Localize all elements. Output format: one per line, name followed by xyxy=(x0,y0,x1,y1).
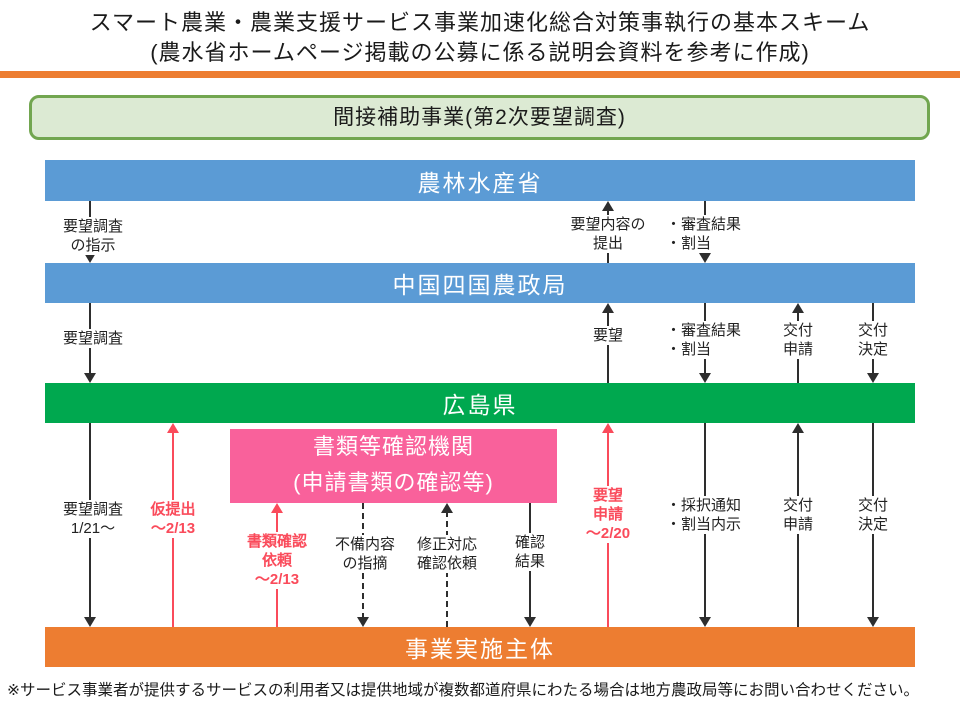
label-survey-to-pref: 要望調査 xyxy=(59,329,127,348)
label-grant-application-pref: 交付 申請 xyxy=(779,496,817,534)
footnote: ※サービス事業者が提供するサービスの利用者又は提供地域が複数都道府県にわたる場合… xyxy=(7,682,919,699)
arrowhead-up-icon xyxy=(602,201,614,211)
arrowhead-down-icon xyxy=(699,373,711,383)
label-document-check-request: 書類確認 依頼 〜2/13 xyxy=(243,532,311,589)
label-correction-confirm-request: 修正対応 確認依頼 xyxy=(413,535,481,573)
label-screening-result-1: ・審査結果 ・割当 xyxy=(663,215,745,253)
label-request-application: 要望 申請 〜2/20 xyxy=(582,486,634,543)
indirect-subsidy-banner: 間接補助事業(第2次要望調査) xyxy=(29,95,930,140)
bar-operator: 事業実施主体 xyxy=(45,627,915,667)
document-checker-box: 書類等確認機関 (申請書類の確認等) xyxy=(230,429,557,503)
page-title: スマート農業・農業支援サービス事業加速化総合対策事執行の基本スキーム (農水省ホ… xyxy=(89,10,871,65)
label-grant-decision-bureau: 交付 決定 xyxy=(854,321,892,359)
arrowhead-down-icon xyxy=(524,617,536,627)
label-confirmation-result: 確認 結果 xyxy=(511,533,549,571)
arrowhead-up-icon xyxy=(441,503,453,513)
arrowhead-down-icon xyxy=(867,617,879,627)
arrowhead-up-icon xyxy=(792,423,804,433)
label-survey-instruction: 要望調査 の指示 xyxy=(59,217,127,255)
bar-hiroshima-pref: 広島県 xyxy=(45,383,915,423)
bar-mlit: 農林水産省 xyxy=(45,160,915,201)
label-request-content-submission: 要望内容の 提出 xyxy=(567,215,649,253)
label-grant-decision-pref: 交付 決定 xyxy=(854,496,892,534)
arrowhead-down-icon xyxy=(84,373,96,383)
arrowhead-up-icon xyxy=(167,423,179,433)
label-grant-application-bureau: 交付 申請 xyxy=(779,321,817,359)
label-provisional-submission: 仮提出 〜2/13 xyxy=(147,500,199,538)
label-defect-notice: 不備内容 の指摘 xyxy=(331,535,399,573)
label-screening-result-2: ・審査結果 ・割当 xyxy=(663,321,745,359)
bar-chugoku-shikoku-bureau: 中国四国農政局 xyxy=(45,263,915,303)
label-survey-to-operator: 要望調査 1/21〜 xyxy=(59,500,127,538)
label-request-up: 要望 xyxy=(589,326,627,345)
arrowhead-down-icon xyxy=(699,253,711,263)
arrowhead-down-icon xyxy=(84,253,96,263)
arrow-request-up xyxy=(602,303,614,383)
arrowhead-up-icon xyxy=(602,303,614,313)
arrowhead-down-icon xyxy=(84,617,96,627)
arrowhead-up-icon xyxy=(602,423,614,433)
orange-divider xyxy=(0,71,960,78)
arrowhead-up-icon xyxy=(792,303,804,313)
arrowhead-down-icon xyxy=(867,373,879,383)
arrowhead-down-icon xyxy=(699,617,711,627)
arrowhead-down-icon xyxy=(357,617,369,627)
label-adoption-notice: ・採択通知 ・割当内示 xyxy=(663,496,745,534)
arrow-line xyxy=(607,311,609,383)
arrowhead-up-icon xyxy=(271,503,283,513)
